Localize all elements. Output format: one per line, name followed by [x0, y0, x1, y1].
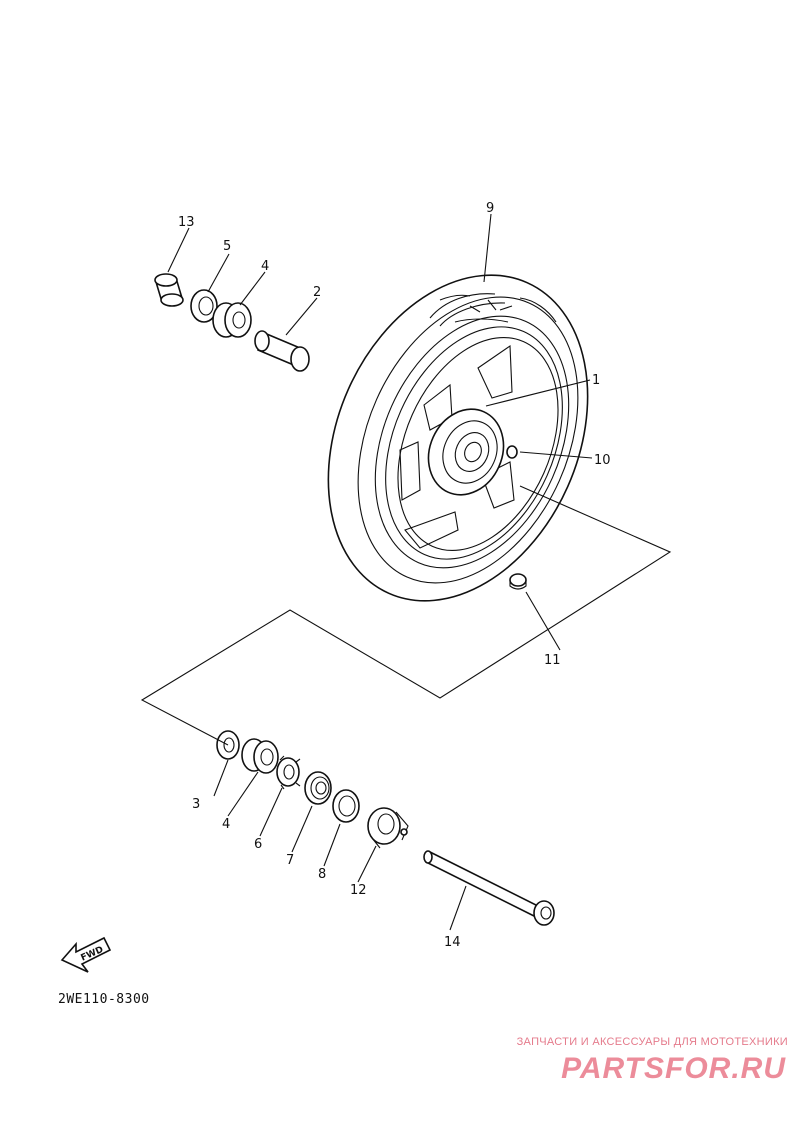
rim	[374, 315, 570, 569]
part-4-bearing-upper	[212, 302, 252, 338]
part-5-seal	[190, 289, 218, 323]
part-2-spacer	[254, 330, 310, 372]
fwd-arrow-icon: FWD	[60, 936, 112, 973]
part-13-collar	[154, 273, 184, 307]
part-8-seal	[332, 789, 360, 823]
callout-14: 14	[444, 935, 461, 950]
part-10-fitting	[506, 445, 518, 459]
part-14-axle	[423, 850, 555, 926]
callout-13: 13	[178, 215, 195, 230]
part-12-gear-unit	[367, 807, 409, 849]
callout-8: 8	[318, 867, 326, 882]
part-4-bearing-lower	[241, 738, 279, 774]
callout-1: 1	[592, 373, 600, 388]
callout-5: 5	[223, 239, 231, 254]
callout-12: 12	[350, 883, 367, 898]
part-11-valve	[509, 573, 527, 590]
callout-2: 2	[313, 285, 321, 300]
callout-9: 9	[486, 201, 494, 216]
callout-6: 6	[254, 837, 262, 852]
callout-4-lower: 4	[222, 817, 230, 832]
part-6-retainer	[276, 755, 301, 790]
assembly-outline	[140, 485, 672, 746]
callout-3: 3	[192, 797, 200, 812]
watermark-tagline: ЗАПЧАСТИ И АКСЕССУАРЫ ДЛЯ МОТОТЕХНИКИ	[516, 1036, 788, 1048]
drawing-code: 2WE110-8300	[58, 992, 150, 1007]
callout-4-upper: 4	[261, 259, 269, 274]
callout-7: 7	[286, 853, 294, 868]
callout-11: 11	[544, 653, 561, 668]
callout-10: 10	[594, 453, 611, 468]
part-7-gear	[304, 771, 332, 805]
watermark-logo: PARTSFOR.RU	[561, 1052, 786, 1085]
wheel-assembly	[327, 274, 589, 602]
